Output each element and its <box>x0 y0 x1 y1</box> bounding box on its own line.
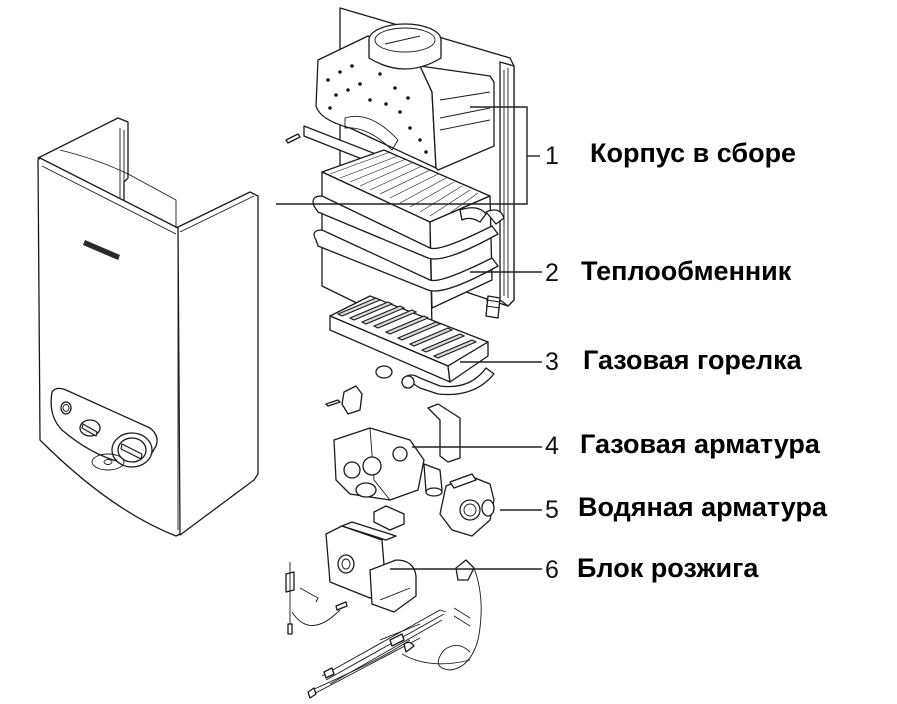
callout-label-gas-valve: Газовая арматура <box>580 429 820 459</box>
callout-number-2: 2 <box>545 259 559 287</box>
callout-label-gas-burner: Газовая горелка <box>583 345 802 375</box>
water-valve <box>439 473 495 537</box>
callout-number-5: 5 <box>545 496 559 524</box>
callout-number-4: 4 <box>545 432 559 460</box>
callout-label-heat-exchanger: Теплообменник <box>581 256 792 286</box>
callout-number-3: 3 <box>545 348 559 376</box>
callout-number-1: 1 <box>545 142 559 170</box>
front-casing <box>37 117 259 537</box>
control-panel <box>50 387 158 471</box>
callout-label-ignition-unit: Блок розжига <box>577 553 759 583</box>
callout-label-water-valve: Водяная арматура <box>578 492 827 522</box>
ignition-unit <box>285 505 482 671</box>
callout-label-housing: Корпус в сборе <box>590 138 797 168</box>
rivet-dots <box>326 64 428 154</box>
leader-lines <box>276 106 542 570</box>
gas-burner <box>325 295 495 415</box>
brand-logo <box>83 240 120 260</box>
callout-number-6: 6 <box>545 556 559 584</box>
gas-valve <box>333 403 461 501</box>
wiring-harness <box>307 609 471 699</box>
